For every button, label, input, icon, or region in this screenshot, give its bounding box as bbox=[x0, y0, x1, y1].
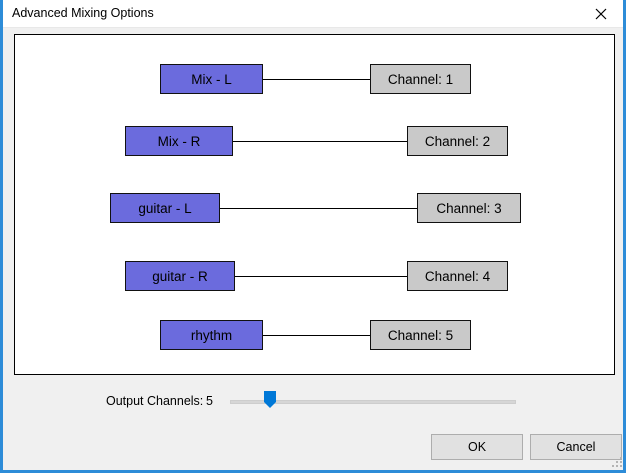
source-node[interactable]: rhythm bbox=[160, 320, 263, 350]
dialog-footer: OK Cancel bbox=[3, 434, 626, 473]
source-node[interactable]: guitar - R bbox=[125, 261, 235, 291]
window-title: Advanced Mixing Options bbox=[12, 6, 154, 20]
output-channels-row: Output Channels: 5 bbox=[3, 388, 626, 418]
connector-line bbox=[233, 141, 407, 142]
cancel-button[interactable]: Cancel bbox=[530, 434, 622, 460]
routing-canvas: Mix - L Channel: 1 Mix - R Channel: 2 guitar… bbox=[14, 34, 615, 375]
target-node[interactable]: Channel: 2 bbox=[407, 126, 508, 156]
title-bar: Advanced Mixing Options bbox=[3, 0, 623, 28]
source-node[interactable]: Mix - R bbox=[125, 126, 233, 156]
connector-line bbox=[263, 335, 370, 336]
connector-line bbox=[220, 208, 417, 209]
target-node[interactable]: Channel: 5 bbox=[370, 320, 471, 350]
close-icon bbox=[595, 8, 607, 20]
target-node[interactable]: Channel: 3 bbox=[417, 193, 521, 223]
target-node[interactable]: Channel: 4 bbox=[407, 261, 508, 291]
output-channels-label: Output Channels: bbox=[106, 394, 204, 408]
source-node[interactable]: Mix - L bbox=[160, 64, 263, 94]
slider-thumb[interactable] bbox=[264, 391, 276, 408]
close-button[interactable] bbox=[578, 0, 623, 28]
slider-thumb-stem bbox=[264, 391, 276, 402]
ok-button[interactable]: OK bbox=[431, 434, 523, 460]
source-node[interactable]: guitar - L bbox=[110, 193, 220, 223]
connector-line bbox=[235, 276, 407, 277]
target-node[interactable]: Channel: 1 bbox=[370, 64, 471, 94]
resize-grip[interactable] bbox=[612, 457, 624, 469]
slider-thumb-tip bbox=[264, 402, 276, 408]
output-channels-value: 5 bbox=[206, 394, 213, 408]
slider-track[interactable] bbox=[230, 400, 516, 404]
connector-line bbox=[263, 79, 370, 80]
output-channels-slider[interactable] bbox=[230, 388, 516, 418]
